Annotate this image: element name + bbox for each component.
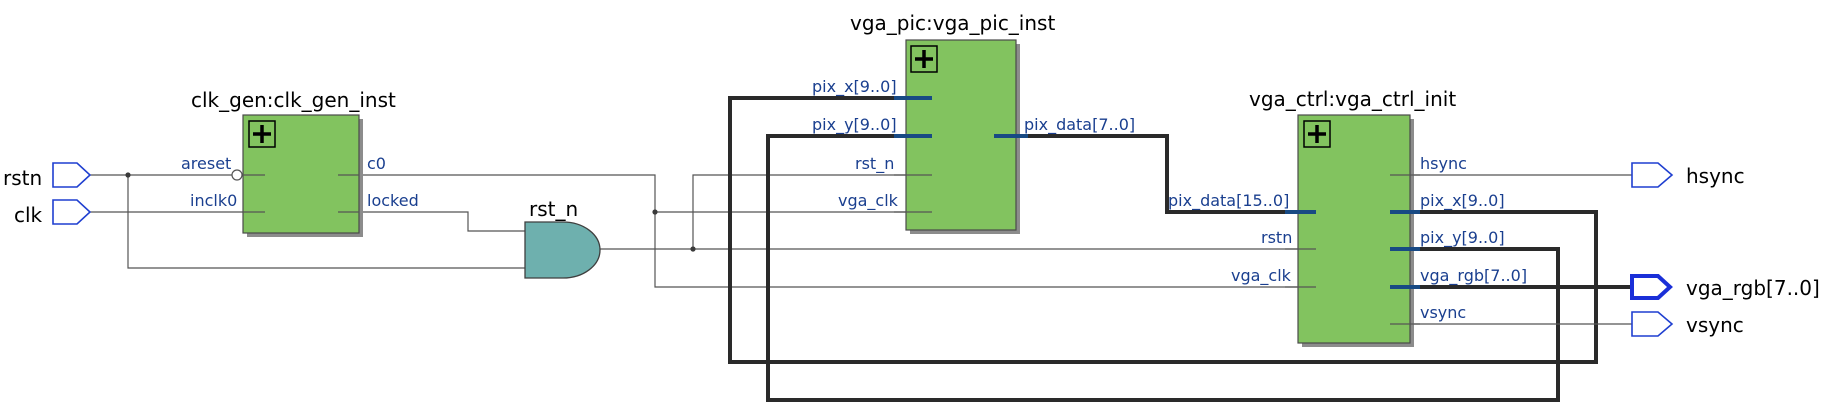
vga-ctrl-instance[interactable]: vga_ctrl:vga_ctrl_init pix_data[15..0] r… (1168, 87, 1527, 347)
net-rstn[interactable] (90, 174, 525, 269)
input-port-rstn[interactable]: rstn (3, 162, 92, 190)
junction-dot (690, 246, 696, 252)
nets (90, 96, 1632, 402)
net-pix-y[interactable] (766, 134, 1560, 402)
pin-pix-y: pix_y[9..0] (812, 115, 897, 135)
pin-pix-y: pix_y[9..0] (1420, 228, 1505, 248)
output-port-vsync[interactable]: vsync (1631, 311, 1744, 337)
input-port-clk[interactable]: clk (14, 199, 92, 227)
junction-dot (125, 172, 131, 178)
port-label-vga-rgb: vga_rgb[7..0] (1686, 276, 1820, 300)
expand-icon[interactable] (248, 120, 276, 148)
output-port-vga-rgb[interactable]: vga_rgb[7..0] (1630, 274, 1820, 300)
vga-pic-instance[interactable]: vga_pic:vga_pic_inst pix_x[9..0] pix_y[9… (812, 11, 1135, 234)
pin-areset: areset (181, 154, 231, 173)
pin-rstn: rstn (1261, 228, 1292, 247)
port-label-clk: clk (14, 203, 43, 227)
expand-icon[interactable] (910, 45, 938, 73)
clk-gen-title: clk_gen:clk_gen_inst (191, 88, 396, 112)
pin-hsync: hsync (1420, 154, 1467, 173)
port-label-vsync: vsync (1686, 313, 1744, 337)
port-label-rstn: rstn (3, 166, 42, 190)
pin-pix-x: pix_x[9..0] (1420, 191, 1505, 211)
and-gate-rst-n[interactable]: rst_n (524, 197, 601, 279)
output-port-hsync[interactable]: hsync (1631, 162, 1745, 188)
pin-vsync: vsync (1420, 303, 1466, 322)
pin-c0: c0 (367, 154, 386, 173)
and-gate-label: rst_n (529, 197, 578, 221)
pin-pix-data: pix_data[7..0] (1024, 115, 1135, 135)
net-pix-x[interactable] (728, 96, 1598, 364)
pin-vga-clk: vga_clk (1231, 266, 1292, 286)
vga-pic-title: vga_pic:vga_pic_inst (850, 11, 1055, 35)
net-rst-n[interactable] (600, 174, 1316, 250)
net-locked[interactable] (338, 211, 525, 232)
vga-ctrl-title: vga_ctrl:vga_ctrl_init (1249, 87, 1456, 111)
pin-rst-n: rst_n (855, 154, 894, 174)
expand-icon[interactable] (1303, 120, 1331, 148)
pin-vga-rgb: vga_rgb[7..0] (1420, 266, 1527, 286)
clk-gen-instance[interactable]: clk_gen:clk_gen_inst areset inclk0 c0 lo… (181, 88, 419, 237)
net-pix-data[interactable] (994, 134, 1316, 214)
pin-vga-clk: vga_clk (838, 191, 899, 211)
pin-inclk0: inclk0 (190, 191, 237, 210)
invert-bubble (231, 169, 243, 181)
net-vga-clk[interactable] (338, 174, 1316, 288)
port-label-hsync: hsync (1686, 164, 1745, 188)
pin-pix-data: pix_data[15..0] (1168, 191, 1289, 211)
pin-pix-x: pix_x[9..0] (812, 77, 897, 97)
pin-locked: locked (367, 191, 419, 210)
junction-dot (652, 209, 658, 215)
